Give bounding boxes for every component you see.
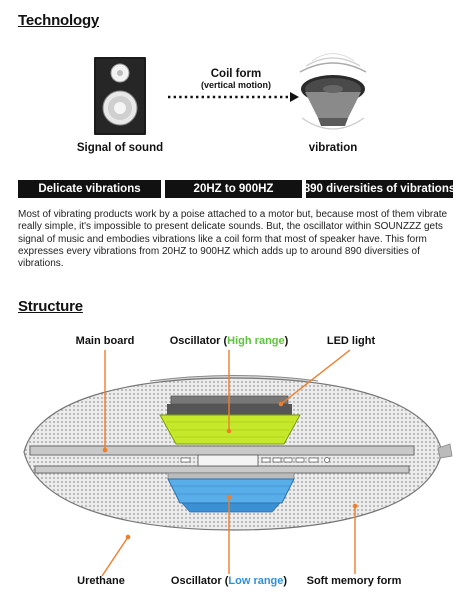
bar-delicate-vibrations: Delicate vibrations (18, 180, 161, 198)
oscillator-low-range (167, 472, 295, 513)
callout-dots (102, 401, 358, 540)
speaker-cabinet-icon (94, 57, 146, 135)
high-range-text: High range (227, 335, 285, 347)
soft-memory-form-label: Soft memory form (306, 575, 402, 587)
bar-frequency-range: 20HZ to 900HZ (165, 180, 302, 198)
oscillator-low-suffix: ) (283, 575, 288, 587)
callout-lines (101, 349, 356, 577)
coil-arrow-icon (168, 92, 299, 102)
bar-diversities: 890 diversities of vibrations (304, 180, 455, 198)
technology-title: Technology (18, 12, 100, 29)
urethane-label: Urethane (77, 575, 125, 587)
control-panel (180, 454, 330, 467)
vibration-label: vibration (308, 142, 358, 154)
speaker-driver-icon (299, 53, 367, 130)
oscillator-high-suffix: ) (284, 335, 289, 347)
oscillator-low-prefix: Oscillator ( (170, 575, 229, 587)
signal-of-sound-label: Signal of sound (76, 142, 164, 154)
coil-form-sublabel: (vertical motion) (200, 80, 271, 90)
led-light-label: LED light (326, 335, 376, 347)
technology-paragraph: Most of vibrating products work by a poi… (18, 209, 448, 270)
low-range-text: Low range (228, 575, 284, 587)
main-board-label: Main board (75, 335, 135, 347)
oscillator-high-label: Oscillator (High range) (166, 335, 292, 347)
oscillator-low-label: Oscillator (Low range) (170, 575, 288, 587)
structure-title: Structure (18, 298, 83, 315)
oscillator-high-prefix: Oscillator ( (169, 335, 228, 347)
coil-form-label: Coil form (210, 68, 262, 80)
